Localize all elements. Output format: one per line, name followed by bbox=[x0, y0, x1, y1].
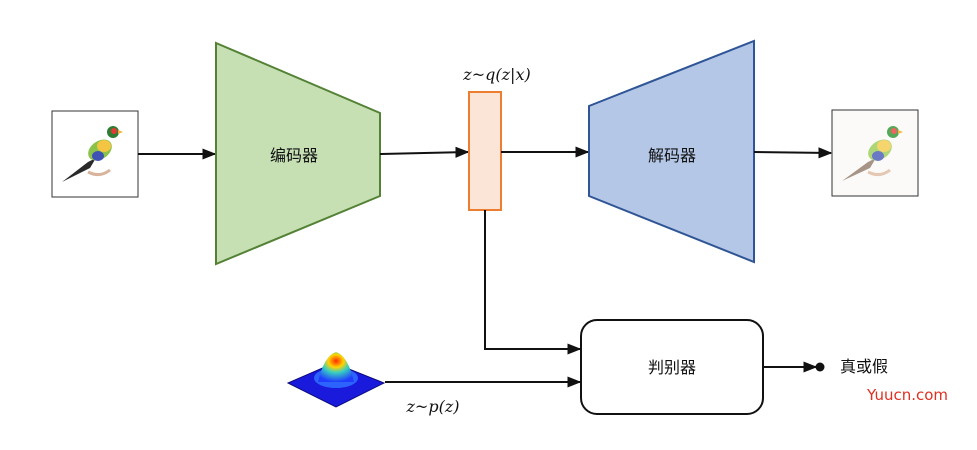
latent-vector-box bbox=[468, 91, 502, 211]
real-or-fake-label: 真或假 bbox=[840, 357, 888, 376]
watermark-text: Yuucn.com bbox=[866, 386, 948, 404]
arrow-latent-to-discriminator bbox=[484, 210, 582, 355]
bird-image-icon bbox=[62, 126, 123, 182]
discriminator-label: 判别器 bbox=[648, 358, 696, 377]
input-image bbox=[51, 110, 139, 198]
arrow-decoder-to-output bbox=[753, 147, 833, 159]
discriminator-block: 判别器 bbox=[580, 319, 764, 415]
reconstructed-bird-image-icon bbox=[842, 126, 903, 181]
gaussian-surface-icon bbox=[286, 352, 386, 408]
decoder-block: 解码器 bbox=[588, 39, 755, 264]
output-dot bbox=[815, 362, 825, 372]
encoder-block: 编码器 bbox=[215, 41, 381, 266]
latent-posterior-label: z~q(z|x) bbox=[462, 65, 530, 84]
encoder-label: 编码器 bbox=[270, 146, 318, 165]
prior-label: z~p(z) bbox=[406, 397, 460, 416]
arrow-encoder-to-latent bbox=[379, 146, 470, 158]
decoder-label: 解码器 bbox=[648, 146, 696, 165]
output-image bbox=[831, 109, 919, 197]
